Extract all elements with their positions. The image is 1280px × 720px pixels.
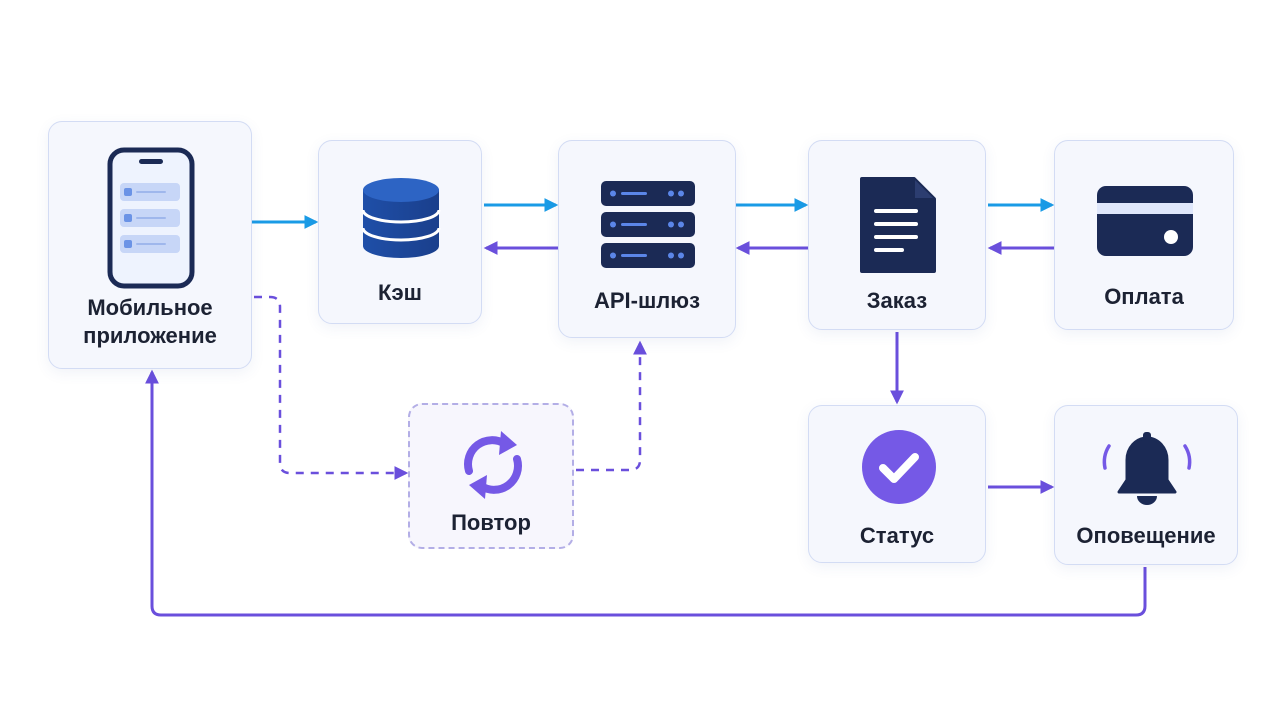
node-mobile-app-label: Мобильное приложение <box>83 295 217 348</box>
document-icon <box>860 177 936 273</box>
node-api-gateway-label: API-шлюз <box>593 288 701 313</box>
node-retry: Повтор <box>408 403 574 549</box>
database-icon <box>361 178 441 258</box>
node-api-gateway: API-шлюз <box>558 140 736 338</box>
arrow-notification-to-app <box>145 369 1147 617</box>
node-payment: Оплата <box>1054 140 1234 330</box>
check-circle-icon <box>862 430 936 504</box>
server-stack-icon <box>601 181 695 268</box>
arrow-app-to-retry <box>254 295 409 480</box>
node-status: Статус <box>808 405 986 563</box>
node-retry-label: Повтор <box>451 510 531 535</box>
node-order: Заказ <box>808 140 986 330</box>
node-order-label: Заказ <box>866 288 928 313</box>
node-status-label: Статус <box>859 523 935 548</box>
bell-icon <box>1102 432 1192 505</box>
arrow-retry-to-api <box>576 340 647 472</box>
refresh-icon <box>464 431 522 499</box>
node-notification-label: Оповещение <box>1076 523 1216 548</box>
node-cache-label: Кэш <box>378 280 422 305</box>
credit-card-icon <box>1097 186 1193 256</box>
smartphone-icon <box>107 147 195 289</box>
node-payment-label: Оплата <box>1104 284 1184 309</box>
node-cache: Кэш <box>318 140 482 324</box>
node-notification: Оповещение <box>1054 405 1238 565</box>
node-mobile-app: Мобильное приложение <box>48 121 252 369</box>
